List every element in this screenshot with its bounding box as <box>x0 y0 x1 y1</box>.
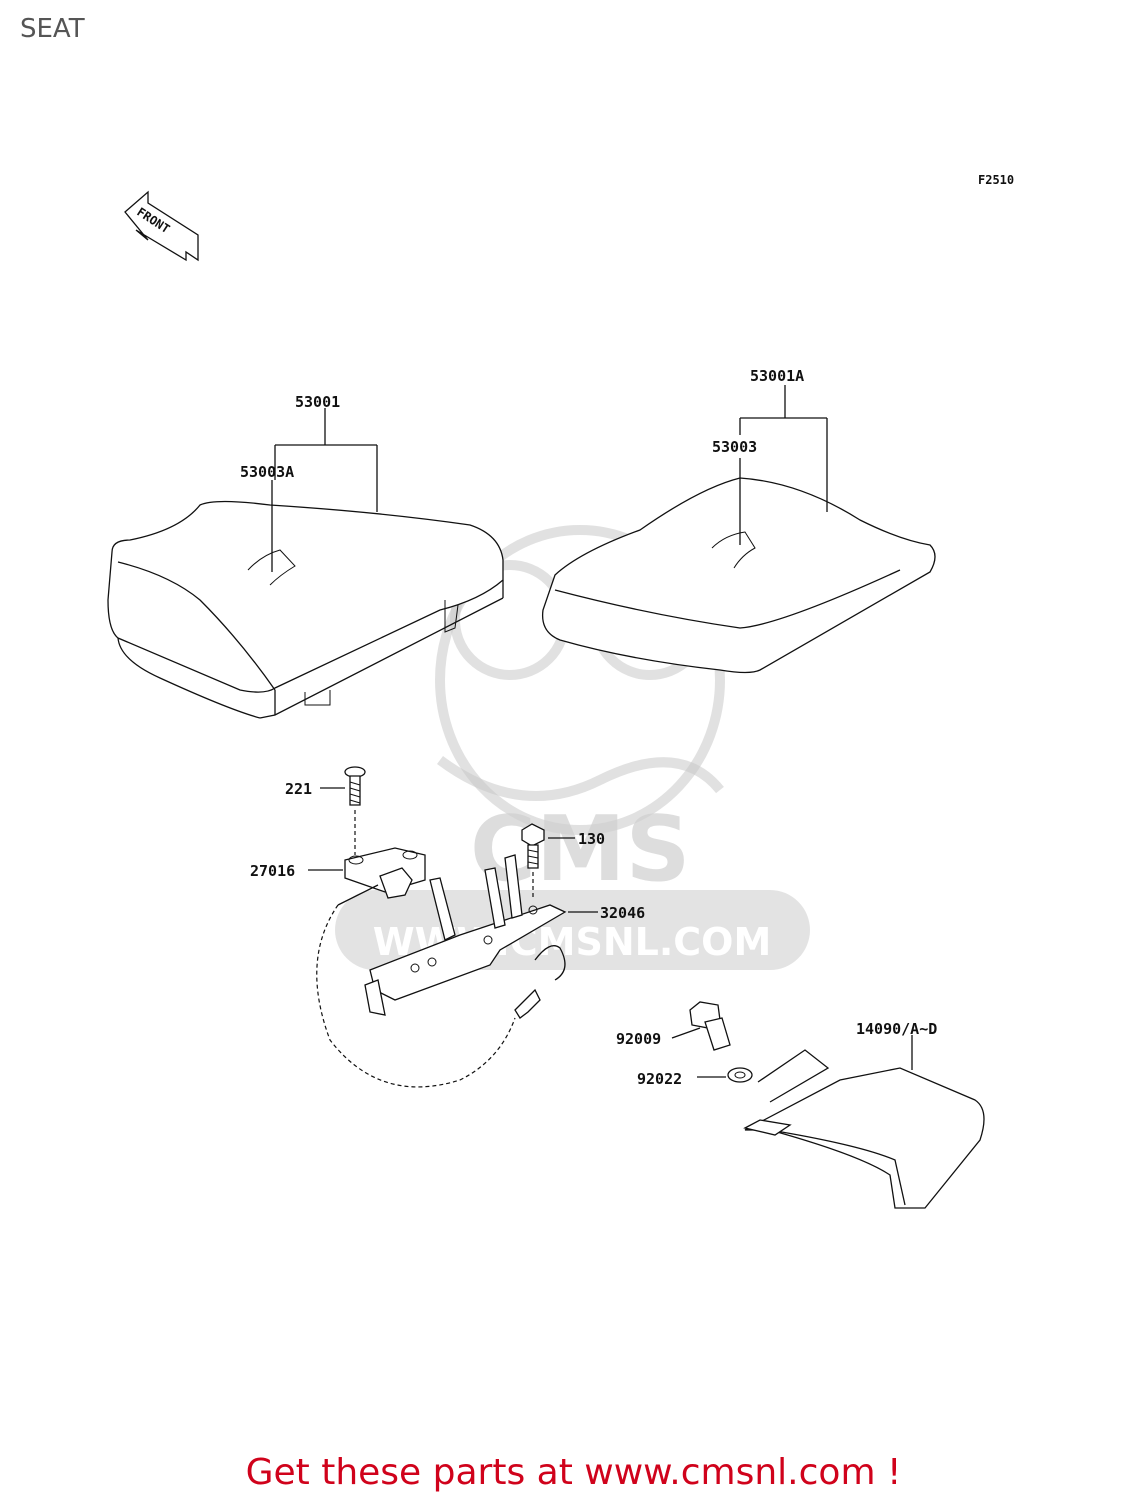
passenger-seat-53001A <box>541 477 936 674</box>
label-32046: 32046 <box>600 904 645 922</box>
label-221: 221 <box>285 780 312 798</box>
label-53003A: 53003A <box>240 463 294 481</box>
label-53003: 53003 <box>712 438 757 456</box>
screw-221 <box>320 766 366 855</box>
cover-14090 <box>743 1035 985 1209</box>
page-title: SEAT <box>20 14 85 44</box>
figure-code: F2510 <box>978 173 1014 187</box>
label-92022: 92022 <box>637 1070 682 1088</box>
label-92009: 92009 <box>616 1030 661 1048</box>
bolt-130 <box>521 823 575 900</box>
front-arrow-icon: FRONT <box>124 190 199 262</box>
label-27016: 27016 <box>250 862 295 880</box>
label-53001A: 53001A <box>750 367 804 385</box>
seat-leaders <box>271 385 828 572</box>
label-53001: 53001 <box>295 393 340 411</box>
rider-seat-53001 <box>107 500 504 719</box>
washer-92022 <box>697 1067 753 1083</box>
bracket-32046 <box>316 854 598 1088</box>
label-14090: 14090/A~D <box>856 1020 937 1038</box>
label-130: 130 <box>578 830 605 848</box>
bracket-27016 <box>308 847 426 906</box>
cta-link[interactable]: Get these parts at www.cmsnl.com ! <box>245 1452 902 1493</box>
bolt-92009 <box>671 1001 731 1051</box>
watermark-logo: CMS <box>470 797 690 902</box>
